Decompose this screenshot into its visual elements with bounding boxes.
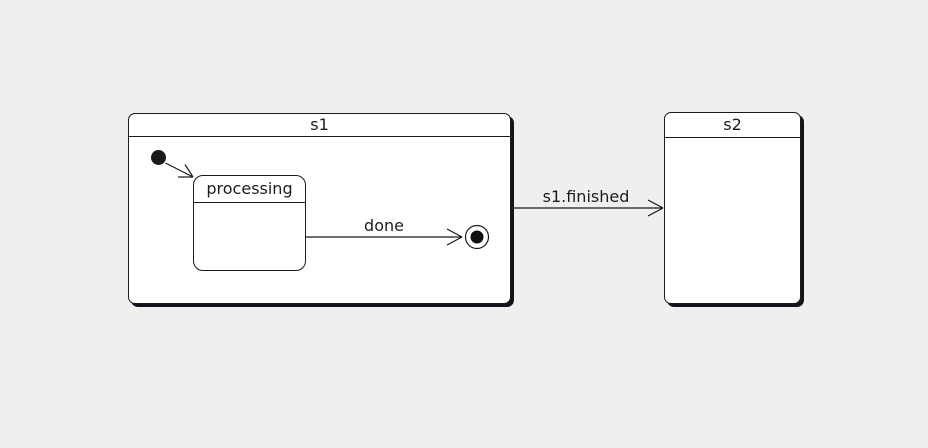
- state-s1-title: s1: [129, 114, 510, 137]
- state-processing[interactable]: processing: [193, 175, 306, 271]
- transition-label-done[interactable]: done: [364, 216, 404, 235]
- transition-label-s1-finished[interactable]: s1.finished: [542, 187, 630, 206]
- state-s2-title: s2: [665, 113, 800, 138]
- state-s1[interactable]: s1: [128, 113, 511, 304]
- state-processing-title: processing: [194, 176, 305, 203]
- state-s2[interactable]: s2: [664, 112, 801, 304]
